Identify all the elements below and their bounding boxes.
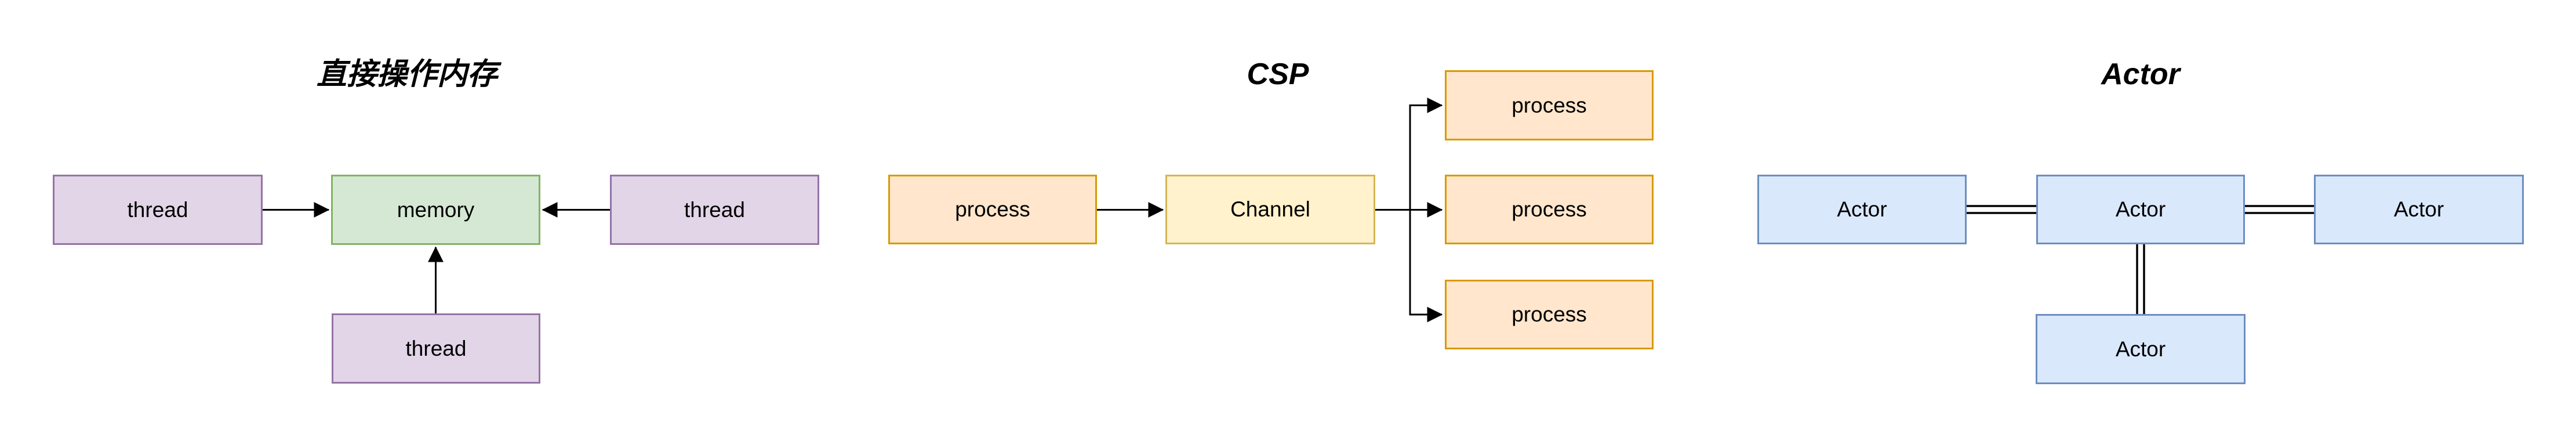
node-actor-bottom: Actor <box>2036 314 2246 384</box>
node-process-top-label: process <box>1512 93 1587 117</box>
node-channel: Channel <box>1165 175 1375 244</box>
node-actor-right-label: Actor <box>2393 197 2444 221</box>
section-title-memory-model: 直接操作内存 <box>316 57 497 91</box>
node-process-middle: process <box>1445 175 1654 244</box>
node-actor-bottom-label: Actor <box>2115 337 2166 361</box>
node-memory: memory <box>331 175 540 245</box>
node-process-middle-label: process <box>1512 197 1587 221</box>
node-actor-center: Actor <box>2036 175 2245 244</box>
node-process-source: process <box>888 175 1097 244</box>
node-process-bottom: process <box>1445 280 1654 349</box>
node-thread-bottom: thread <box>332 313 540 384</box>
node-thread-left-label: thread <box>127 197 188 222</box>
node-memory-label: memory <box>397 197 475 222</box>
node-process-source-label: process <box>955 197 1030 221</box>
node-thread-right-label: thread <box>684 197 745 222</box>
node-process-bottom-label: process <box>1512 302 1587 326</box>
section-title-csp: CSP <box>1247 57 1309 91</box>
node-actor-right: Actor <box>2314 175 2524 244</box>
node-channel-label: Channel <box>1230 197 1310 221</box>
node-process-top: process <box>1445 70 1654 140</box>
node-actor-center-label: Actor <box>2115 197 2166 221</box>
section-title-actor: Actor <box>2101 57 2180 91</box>
node-thread-right: thread <box>610 175 819 245</box>
node-thread-bottom-label: thread <box>405 336 467 360</box>
node-actor-left-label: Actor <box>1837 197 1887 221</box>
node-actor-left: Actor <box>1757 175 1967 244</box>
node-thread-left: thread <box>53 175 263 245</box>
